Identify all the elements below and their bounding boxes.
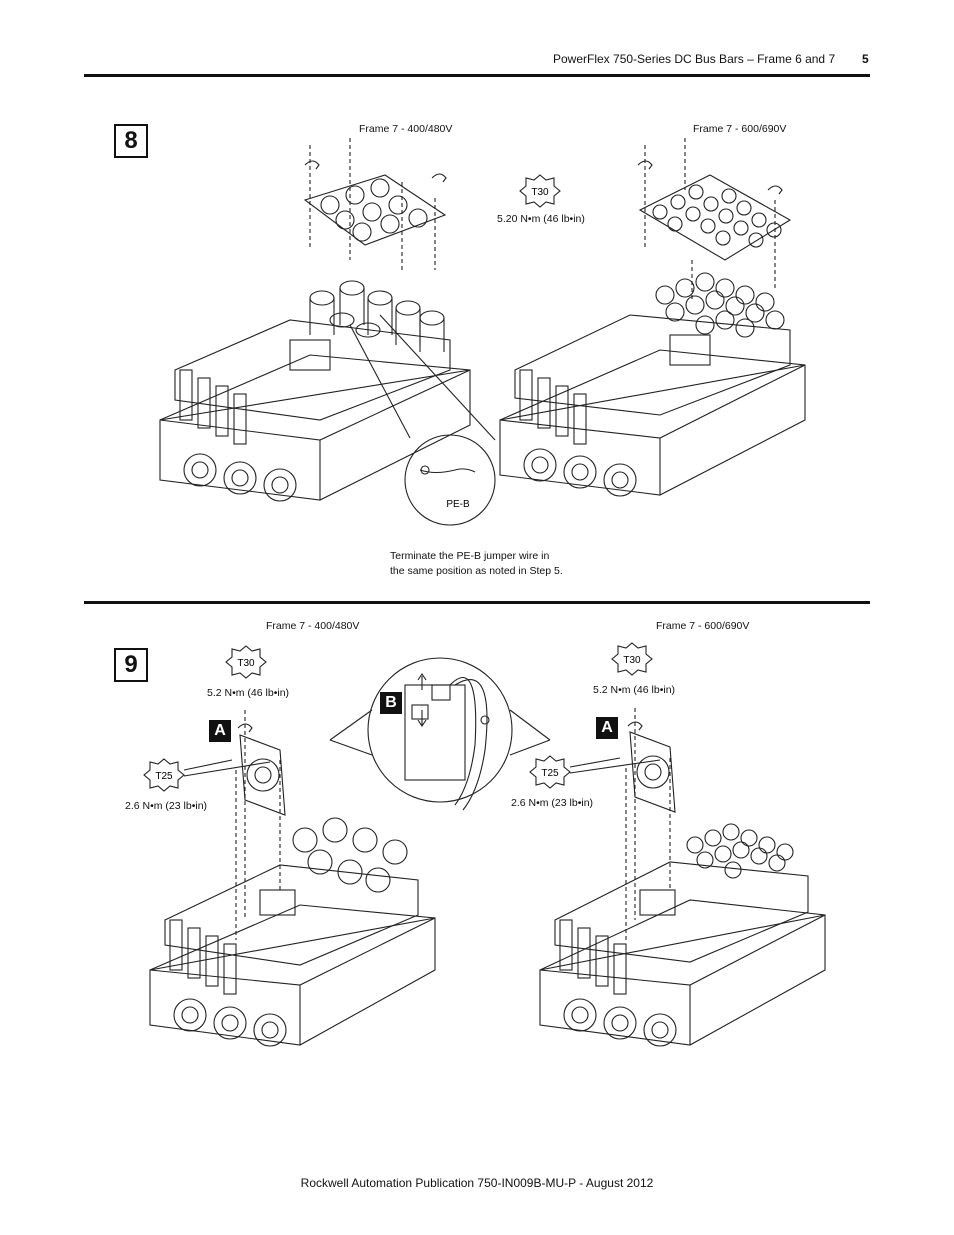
section-rule xyxy=(84,601,870,604)
step9-left-t25-value: 2.6 N•m (23 lb•in) xyxy=(125,800,208,812)
step8-left-drive xyxy=(159,138,496,526)
step9-right-t30-value: 5.2 N•m (46 lb•in) xyxy=(593,684,676,696)
step9-left-t30-star-icon xyxy=(225,645,267,679)
step-8-box: 8 xyxy=(114,124,148,158)
step9-right-t30-star-icon xyxy=(611,642,653,676)
step9-right-drive xyxy=(539,823,826,1047)
step9-left-t25-label: T25 xyxy=(155,771,173,782)
step8-illustration: T30 PE-B xyxy=(159,138,806,526)
step9-left-t25-star-icon xyxy=(143,758,185,792)
step-8-number: 8 xyxy=(124,127,138,154)
step9-left-frame-label: Frame 7 - 400/480V xyxy=(266,620,360,632)
step8-t30-label: T30 xyxy=(531,187,549,198)
step-9-box: 9 xyxy=(114,648,148,682)
step8-right-frame-label: Frame 7 - 600/690V xyxy=(693,123,787,135)
step8-pe-label: PE-B xyxy=(446,499,470,510)
step8-right-drive xyxy=(499,138,806,497)
page-footer: Rockwell Automation Publication 750-IN00… xyxy=(300,1176,654,1190)
step-9-number: 9 xyxy=(124,651,138,678)
step9-left-callout-a: A xyxy=(209,720,231,742)
step9-right-t30-label: T30 xyxy=(623,655,641,666)
header-rule xyxy=(84,74,870,77)
step9-callout-b: B xyxy=(380,692,402,714)
step8-note-line1: Terminate the PE-B jumper wire in xyxy=(390,550,550,562)
step9-right-t25-value: 2.6 N•m (23 lb•in) xyxy=(511,797,594,809)
step9-right-callout-a: A xyxy=(596,717,618,739)
step8-left-frame-label: Frame 7 - 400/480V xyxy=(359,123,453,135)
running-header: PowerFlex 750-Series DC Bus Bars – Frame… xyxy=(553,52,836,66)
step9-right-t25-star-icon xyxy=(529,755,571,789)
step9-illustration: T30 T25 T30 T25 xyxy=(143,642,826,1047)
page-number: 5 xyxy=(862,52,869,66)
step9-left-t30-value: 5.2 N•m (46 lb•in) xyxy=(207,687,290,699)
step8-t30-star-icon xyxy=(519,174,561,208)
step9-right-t25-label: T25 xyxy=(541,768,559,779)
step9-left-drive xyxy=(149,817,436,1047)
step9-right-frame-label: Frame 7 - 600/690V xyxy=(656,620,750,632)
step8-torque-value: 5.20 N•m (46 lb•in) xyxy=(497,213,585,225)
step8-note-line2: the same position as noted in Step 5. xyxy=(390,565,563,577)
step9-left-t30-label: T30 xyxy=(237,658,255,669)
step9-detail-magnifier xyxy=(329,657,551,811)
